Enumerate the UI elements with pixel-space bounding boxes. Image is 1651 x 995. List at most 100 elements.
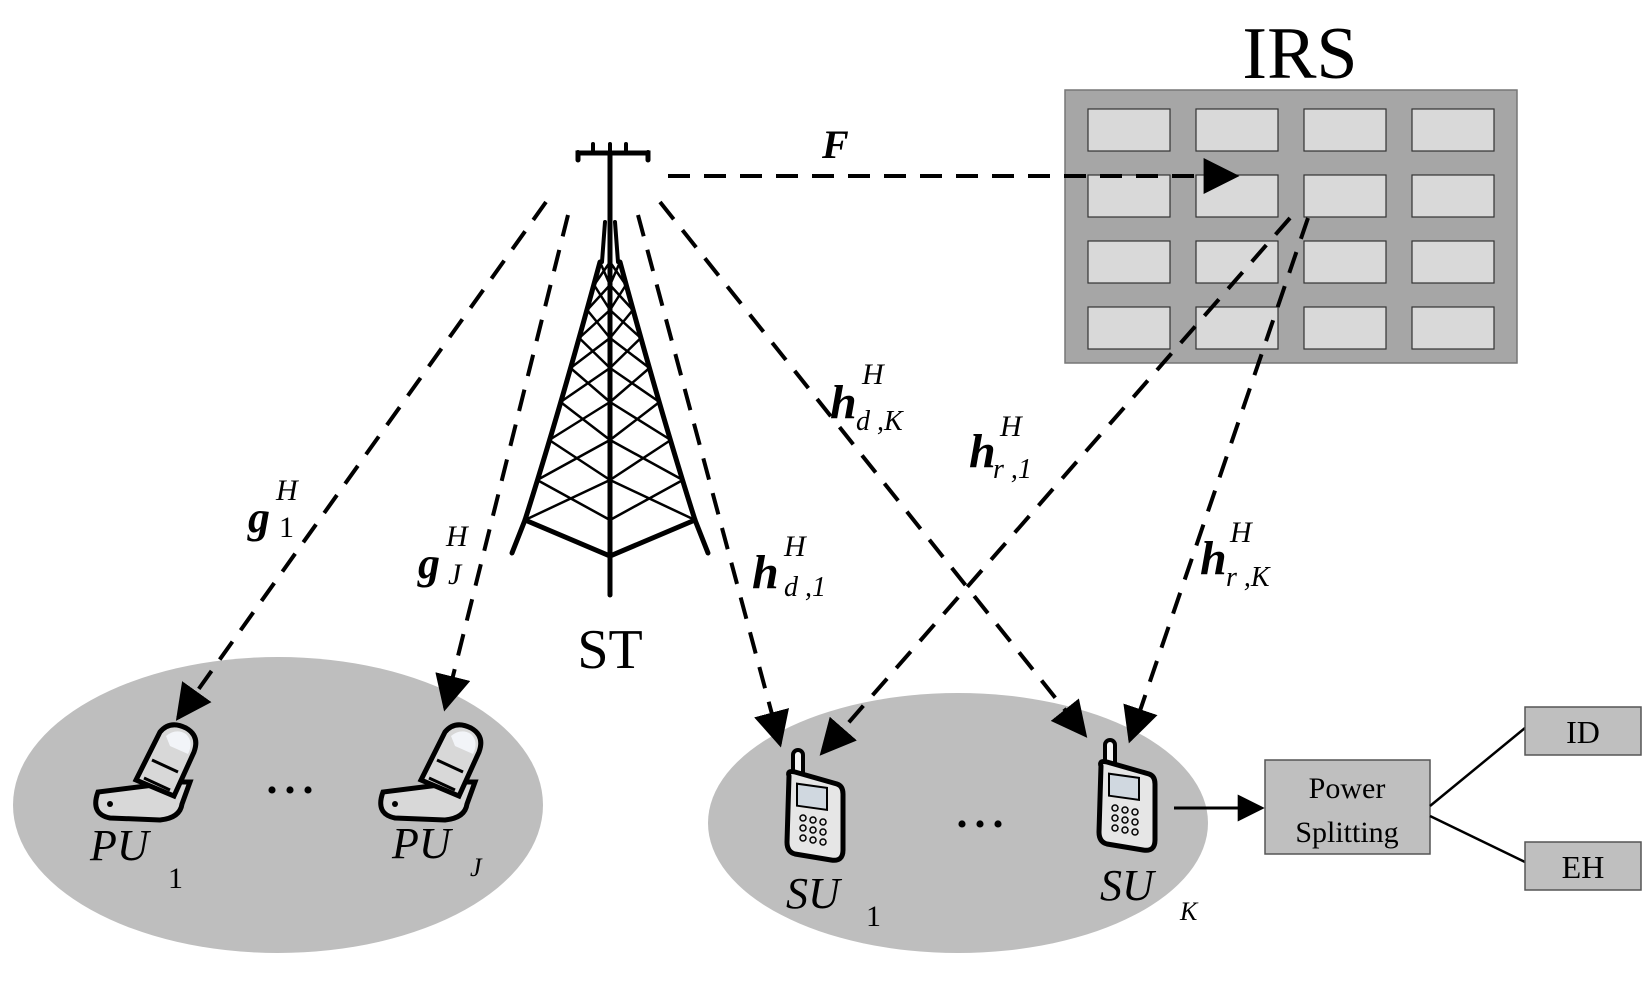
secondary-user-cluster	[708, 693, 1208, 953]
eh-box: EH	[1524, 841, 1642, 891]
tower-brace	[569, 366, 612, 404]
tower-brace	[608, 308, 643, 340]
tower-brace	[608, 260, 628, 287]
pu-1-label: PU 1	[89, 821, 183, 895]
irs-element	[1087, 108, 1171, 152]
svg-text:H: H	[783, 530, 808, 563]
svg-text:H: H	[1229, 516, 1254, 549]
svg-text:g: g	[417, 539, 440, 588]
tower-brace	[608, 400, 661, 442]
irs-element	[1303, 174, 1387, 218]
id-box: ID	[1524, 706, 1642, 756]
channel-label-hr1: h H r ,1	[969, 410, 1032, 485]
svg-text:ID: ID	[1566, 714, 1600, 750]
channel-label-hd1: h H d ,1	[752, 530, 826, 603]
tower-brace	[608, 478, 685, 522]
channel-label-hrk: h H r ,K	[1200, 516, 1271, 593]
tower-brace	[547, 400, 612, 442]
irs-element	[1303, 306, 1387, 350]
svg-text:1: 1	[866, 900, 881, 933]
transmitter-tower-icon	[509, 142, 711, 598]
tower-brace	[559, 366, 612, 404]
tower-brace	[592, 260, 612, 287]
svg-text:h: h	[969, 425, 996, 478]
svg-text:J: J	[448, 558, 463, 591]
svg-text:H: H	[861, 358, 886, 391]
svg-text:r ,1: r ,1	[993, 454, 1032, 485]
irs-element	[1411, 240, 1495, 284]
svg-text:H: H	[445, 520, 470, 553]
irs-element	[1303, 108, 1387, 152]
tower-brace	[608, 336, 643, 370]
irs-element	[1195, 306, 1279, 350]
svg-text:J: J	[470, 853, 483, 882]
irs-element	[1411, 174, 1495, 218]
tower-brace	[608, 438, 685, 482]
su-ellipsis: • • •	[957, 808, 1004, 841]
tower-brace	[569, 336, 612, 370]
svg-text:K: K	[1179, 897, 1199, 926]
irs-element	[1087, 306, 1171, 350]
svg-text:PU: PU	[89, 821, 152, 870]
tower-brace	[577, 336, 612, 370]
svg-text:h: h	[830, 376, 857, 429]
channel-link-gj	[435, 214, 570, 712]
power-splitting-box: Power Splitting	[1264, 759, 1431, 855]
tower-brace	[547, 438, 612, 482]
tower-brace	[608, 283, 628, 312]
mobile-phone-icon	[784, 748, 846, 863]
su-k-label: SU K	[1100, 861, 1199, 926]
pu-j-label: PU J	[391, 819, 483, 882]
tower-brace	[577, 308, 612, 340]
tower-brace	[592, 283, 612, 312]
tower-brace	[608, 336, 651, 370]
svg-text:H: H	[275, 474, 300, 507]
tower-brace	[608, 438, 673, 482]
mobile-phone-icon	[1096, 738, 1158, 853]
svg-text:r ,K: r ,K	[1226, 562, 1271, 593]
tower-brace	[598, 260, 612, 287]
tower-brace	[608, 366, 651, 404]
channel-link-g1	[175, 200, 548, 721]
svg-text:H: H	[999, 410, 1024, 443]
irs-label: IRS	[1242, 13, 1357, 95]
irs-element	[1411, 108, 1495, 152]
channel-label-f: F	[821, 122, 849, 167]
primary-user-cluster	[13, 657, 543, 953]
flip-phone-icon	[93, 722, 199, 823]
tower-brace	[608, 400, 673, 442]
channel-link-hr1	[819, 216, 1292, 756]
svg-text:SU: SU	[786, 869, 843, 918]
channel-label-hdk: h H d ,K	[830, 358, 904, 437]
splitter-to-id-line	[1429, 727, 1526, 807]
svg-text:h: h	[752, 546, 779, 599]
svg-text:SU: SU	[1100, 861, 1157, 910]
su-1-label: SU 1	[786, 869, 881, 933]
svg-text:h: h	[1200, 532, 1227, 585]
st-label: ST	[577, 619, 642, 681]
irs-element	[1087, 240, 1171, 284]
tower-brace	[523, 478, 612, 522]
tower-brace	[585, 308, 612, 340]
irs-element	[1195, 108, 1279, 152]
svg-text:EH: EH	[1562, 849, 1605, 885]
channel-label-g1: g H 1	[247, 474, 300, 544]
channel-link-hrk	[1123, 217, 1310, 744]
splitter-to-eh-line	[1429, 814, 1526, 864]
svg-text:1: 1	[168, 862, 183, 895]
tower-brace	[608, 478, 697, 522]
flip-phone-icon	[378, 722, 484, 823]
tower-brace	[608, 308, 635, 340]
svg-text:Power: Power	[1309, 772, 1386, 805]
channel-label-gj: g H J	[417, 520, 470, 591]
tower-brace	[559, 400, 612, 442]
svg-text:1: 1	[279, 511, 294, 544]
tower-brace	[535, 478, 612, 522]
svg-text:g: g	[247, 493, 270, 542]
channel-link-hd1	[636, 214, 789, 748]
channel-link-hdk	[658, 200, 1088, 738]
irs-element	[1411, 306, 1495, 350]
irs-element	[1195, 174, 1279, 218]
svg-text:d ,K: d ,K	[856, 406, 904, 437]
